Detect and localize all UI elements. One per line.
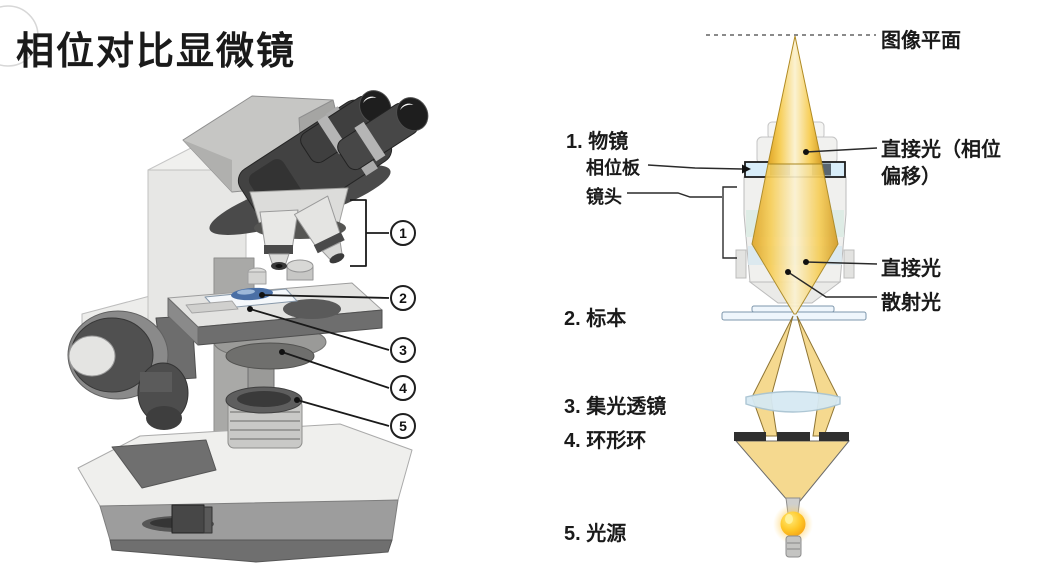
- leader-direct-light-shifted: [805, 147, 878, 153]
- objective-right: [293, 195, 345, 264]
- callout-4: 4: [390, 375, 416, 401]
- callout-3: 3: [390, 337, 416, 363]
- diagram-leaders: [627, 147, 878, 298]
- label-specimen: 2. 标本: [564, 308, 627, 330]
- label-lens: 镜头: [586, 187, 622, 207]
- leader-phase-plate: [647, 164, 743, 170]
- annular-ring: [734, 432, 849, 441]
- label-direct-light-shifted: 直接光（相位偏移）: [881, 139, 1001, 188]
- label-direct-light: 直接光: [881, 258, 941, 280]
- callout-2: 2: [390, 285, 416, 311]
- objective-front: [259, 209, 299, 270]
- microscope-base: [77, 423, 413, 563]
- callout-leaders: [249, 199, 390, 427]
- label-phase-plate: 相位板: [586, 158, 640, 178]
- bracket-callout-1: [350, 199, 367, 267]
- eyepiece-right: [337, 97, 429, 171]
- leader-lens: [627, 192, 722, 198]
- focus-knobs: [67, 310, 189, 430]
- microscope-illustration: [67, 90, 429, 563]
- label-light-source: 5. 光源: [564, 523, 627, 545]
- diagram-leader-dots: [742, 149, 809, 275]
- beam-source-cone: [734, 440, 851, 502]
- label-scattered-light: 散射光: [881, 292, 941, 314]
- light-source-bulb: [773, 497, 813, 558]
- page-title: 相位对比显微镜: [16, 31, 297, 73]
- callout-1: 1: [390, 220, 416, 246]
- leader-scattered-light: [787, 271, 877, 298]
- beam-lower-right: [796, 315, 839, 437]
- label-image-plane: 图像平面: [881, 30, 961, 52]
- bracket-lens: [722, 186, 737, 259]
- label-annular-ring: 4. 环形环: [564, 430, 647, 452]
- beam-lower-left: [751, 315, 794, 437]
- illuminator: [225, 357, 303, 449]
- watermark-circle: [0, 5, 39, 67]
- arrow-phase-plate: [742, 164, 751, 174]
- beam-top-cone: [767, 35, 823, 165]
- leader-direct-light: [805, 261, 878, 265]
- objective-turret: [249, 187, 349, 270]
- stage-with-slide: [167, 259, 383, 346]
- label-condenser-lens: 3. 集光透镜: [564, 396, 667, 418]
- condenser-lens: [745, 390, 841, 413]
- beam-through-objective: [751, 163, 839, 315]
- light-path-diagram: [627, 34, 878, 558]
- label-objective: 1. 物镜: [566, 131, 629, 153]
- callout-5: 5: [390, 413, 416, 439]
- callout-dots: [247, 292, 300, 403]
